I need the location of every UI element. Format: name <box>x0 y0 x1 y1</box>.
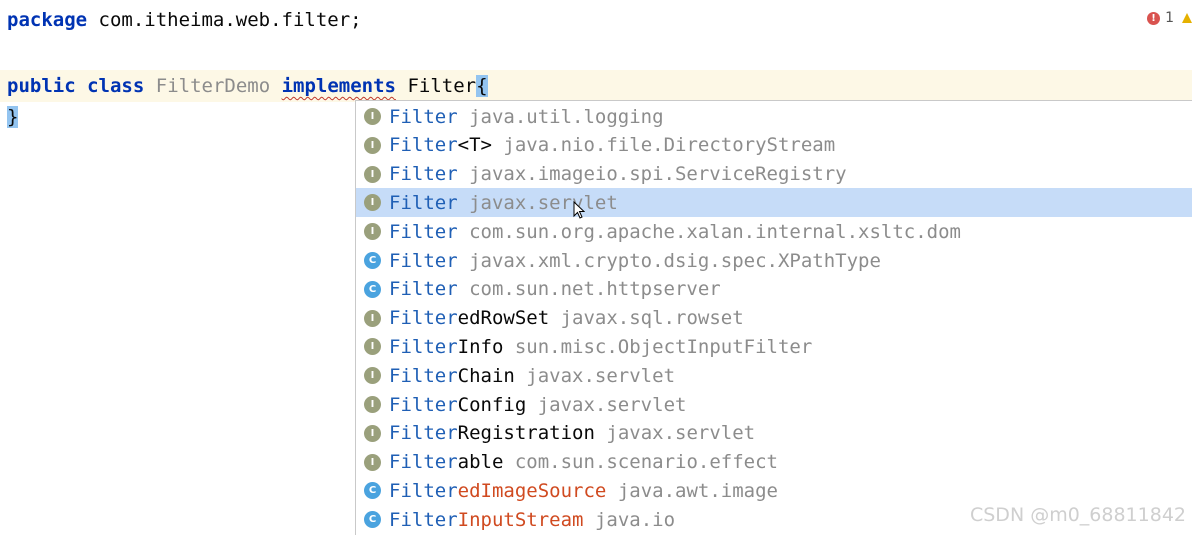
completion-match-text: Filter <box>389 508 458 531</box>
class-icon: C <box>364 482 381 500</box>
completion-package: javax.servlet <box>526 364 676 387</box>
completion-rest-text: edImageSource <box>457 479 607 502</box>
completion-item[interactable]: I Filter javax.servlet <box>356 188 1192 218</box>
mouse-cursor-icon <box>573 201 585 219</box>
completion-package: sun.misc.ObjectInputFilter <box>514 335 813 358</box>
completion-package: com.sun.org.apache.xalan.internal.xsltc.… <box>469 220 961 243</box>
interface-icon: I <box>364 223 381 241</box>
interface-icon: I <box>364 136 381 154</box>
completion-package: java.io <box>594 508 676 531</box>
completion-item[interactable]: I Filter com.sun.org.apache.xalan.interna… <box>356 217 1192 246</box>
code-line-class-declaration[interactable]: public class FilterDemo implements Filte… <box>7 70 488 102</box>
keyword-class: class <box>87 75 145 97</box>
completion-package: javax.servlet <box>537 393 687 416</box>
completion-rest-text: Info <box>457 335 504 358</box>
completion-rest-text: Config <box>457 393 527 416</box>
interface-icon: I <box>364 165 381 183</box>
keyword-package: package <box>7 9 88 31</box>
completion-match-text: Filter <box>389 393 458 416</box>
completion-match-text: Filter <box>389 307 458 330</box>
code-line-close-brace[interactable]: } <box>7 101 19 133</box>
completion-rest-text: InputStream <box>457 508 584 531</box>
completion-match-text: Filter <box>389 422 458 445</box>
interface-icon: I <box>364 194 381 212</box>
completion-match-text: Filter <box>389 220 458 243</box>
completion-match-text: Filter <box>389 191 458 214</box>
completion-match-text: Filter <box>389 134 458 157</box>
close-brace: } <box>7 106 19 128</box>
completion-match-text: Filter <box>389 163 458 186</box>
completion-match-text: Filter <box>389 105 458 128</box>
completion-item[interactable]: C Filter javax.xml.crypto.dsig.spec.XPath… <box>356 246 1192 275</box>
completion-package: java.util.logging <box>469 105 664 128</box>
completion-item[interactable]: I Filter java.util.logging <box>356 102 1192 131</box>
completion-match-text: Filter <box>389 278 458 301</box>
completion-rest-text: able <box>457 451 504 474</box>
inspection-widget[interactable]: ! 1 <box>1147 10 1192 26</box>
interface-icon: I <box>364 453 381 471</box>
completion-package: java.nio.file.DirectoryStream <box>503 134 836 157</box>
code-line-package[interactable]: package com.itheima.web.filter; <box>7 4 362 36</box>
completion-match-text: Filter <box>389 249 458 272</box>
keyword-public: public <box>7 75 76 97</box>
error-count: 1 <box>1165 10 1174 26</box>
completion-item[interactable]: I Filter javax.imageio.spi.ServiceRegistr… <box>356 160 1192 189</box>
completion-rest-text: <T> <box>457 134 492 157</box>
completion-item[interactable]: C Filter com.sun.net.httpserver <box>356 275 1192 304</box>
completion-match-text: Filter <box>389 479 458 502</box>
warning-icon <box>1182 13 1192 23</box>
completion-match-text: Filter <box>389 335 458 358</box>
interface-icon: I <box>364 396 381 413</box>
completion-rest-text: Registration <box>457 422 595 445</box>
completion-match-text: Filter <box>389 364 458 387</box>
completion-package: javax.imageio.spi.ServiceRegistry <box>469 163 847 186</box>
completion-package: com.sun.scenario.effect <box>514 451 778 474</box>
interface-name: Filter <box>407 75 477 97</box>
completion-match-text: Filter <box>389 451 458 474</box>
completion-item[interactable]: I Filter<T> java.nio.file.DirectoryStream <box>356 131 1192 160</box>
interface-icon: I <box>364 309 381 327</box>
current-line-highlight <box>0 70 1192 102</box>
class-icon: C <box>364 280 381 298</box>
interface-icon: I <box>364 108 381 125</box>
keyword-implements: implements <box>281 75 396 97</box>
completion-package: javax.sql.rowset <box>560 307 744 330</box>
completion-rest-text: edRowSet <box>457 307 550 330</box>
watermark: CSDN @m0_68811842 <box>969 504 1186 526</box>
completion-package: javax.xml.crypto.dsig.spec.XPathType <box>469 249 881 272</box>
completion-package: javax.servlet <box>606 422 756 445</box>
class-icon: C <box>364 252 381 269</box>
completion-rest-text: Chain <box>457 364 515 387</box>
error-icon: ! <box>1147 11 1161 25</box>
interface-icon: I <box>364 338 381 356</box>
interface-icon: I <box>364 367 381 385</box>
completion-package: com.sun.net.httpserver <box>469 278 721 301</box>
completion-package: java.awt.image <box>617 479 778 502</box>
open-brace: { <box>476 75 488 97</box>
interface-icon: I <box>364 424 381 442</box>
class-icon: C <box>364 511 381 529</box>
package-name: com.itheima.web.filter; <box>87 9 362 31</box>
class-name: FilterDemo <box>155 75 271 97</box>
completion-package: javax.servlet <box>469 191 618 214</box>
